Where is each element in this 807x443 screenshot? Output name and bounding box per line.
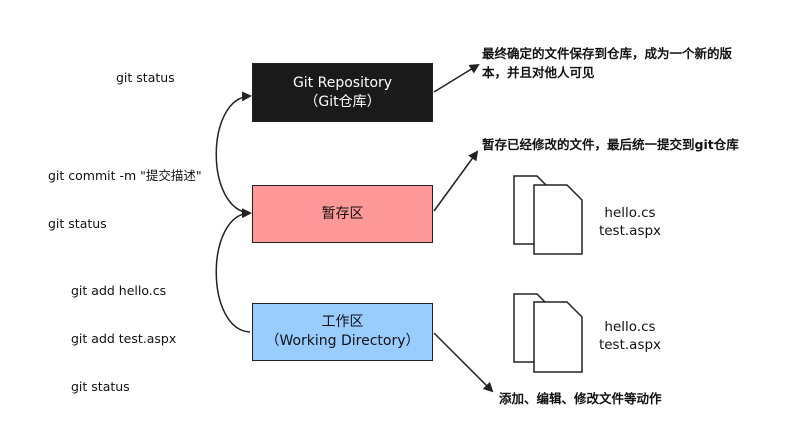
working-file-list: hello.cs test.aspx bbox=[590, 318, 670, 354]
commit-commands: git commit -m "提交描述" git status bbox=[48, 136, 202, 248]
add-test-line: git add test.aspx bbox=[71, 331, 177, 346]
add-arrow bbox=[215, 208, 252, 333]
repository-note: 最终确定的文件保存到仓库，成为一个新的版 本，并且对他人可见 bbox=[482, 44, 732, 82]
repo-note-arrow bbox=[433, 63, 480, 93]
add-status-line: git status bbox=[71, 379, 130, 394]
working-directory-box: 工作区 （Working Directory） bbox=[252, 303, 433, 361]
commit-command-line: git commit -m "提交描述" bbox=[48, 168, 202, 183]
repository-title: Git Repository bbox=[292, 74, 393, 91]
repository-note-line2: 本，并且对他人可见 bbox=[482, 65, 595, 80]
commit-status-line: git status bbox=[48, 216, 107, 231]
add-hello-line: git add hello.cs bbox=[71, 283, 167, 298]
staging-area-box: 暂存区 bbox=[252, 185, 433, 243]
working-note-arrow bbox=[433, 332, 494, 393]
staged-files-icon bbox=[513, 175, 583, 255]
working-files-icon bbox=[513, 293, 583, 373]
commit-arrow bbox=[215, 91, 252, 214]
staged-file-test: test.aspx bbox=[598, 223, 662, 239]
working-file-test: test.aspx bbox=[598, 337, 662, 353]
add-commands: git add hello.cs git add test.aspx git s… bbox=[71, 251, 176, 411]
repository-subtitle: （Git仓库） bbox=[304, 93, 381, 110]
working-title: 工作区 bbox=[321, 314, 364, 330]
working-subtitle: （Working Directory） bbox=[265, 333, 420, 349]
status-command: git status bbox=[116, 70, 175, 85]
working-file-hello: hello.cs bbox=[604, 319, 656, 335]
staging-title: 暂存区 bbox=[321, 205, 364, 222]
staged-file-list: hello.cs test.aspx bbox=[590, 204, 670, 240]
staging-note-arrow bbox=[433, 150, 479, 212]
staging-note: 暂存已经修改的文件，最后统一提交到git仓库 bbox=[482, 137, 739, 152]
git-repository-box: Git Repository （Git仓库） bbox=[252, 63, 433, 122]
staged-file-hello: hello.cs bbox=[604, 205, 656, 221]
working-note: 添加、编辑、修改文件等动作 bbox=[499, 391, 662, 406]
repository-note-line1: 最终确定的文件保存到仓库，成为一个新的版 bbox=[482, 46, 733, 61]
